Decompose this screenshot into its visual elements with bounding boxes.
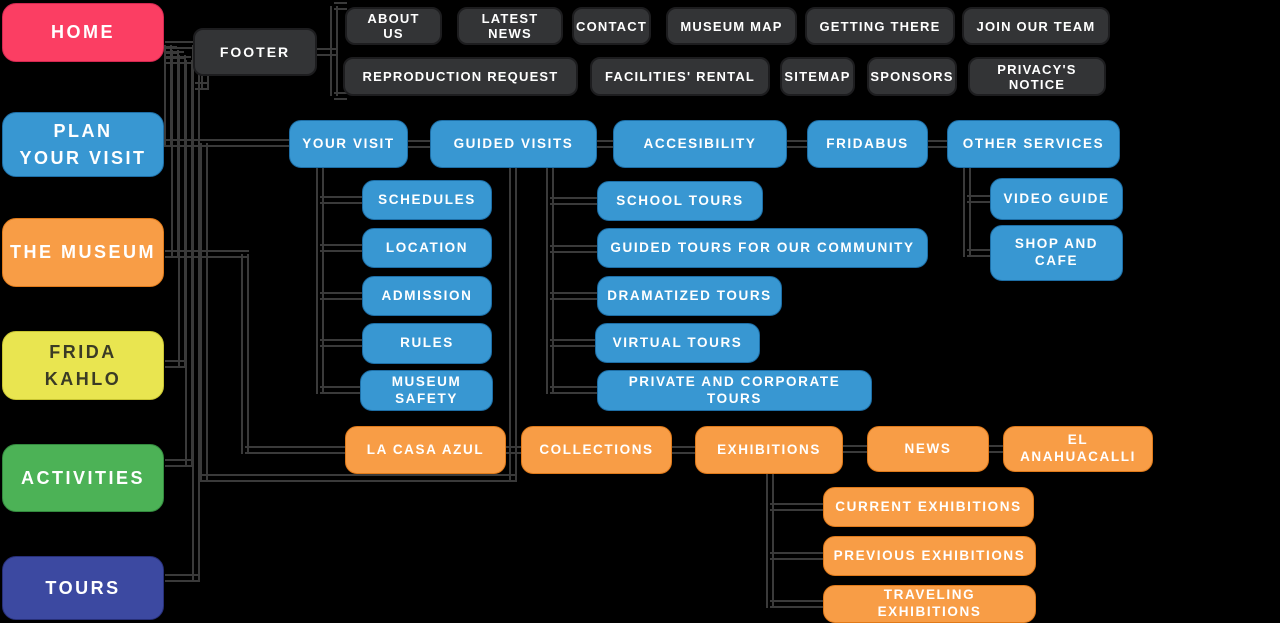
sitemap-node-private-and-corporate-tours: PRIVATE AND CORPORATE TOURS (597, 370, 872, 411)
connector-line (787, 140, 807, 148)
connector-line (967, 195, 990, 203)
sitemap-node-home: HOME (2, 3, 164, 62)
footer-item-join-our-team: JOIN OUR TEAM (962, 7, 1110, 45)
connector-line (165, 574, 198, 582)
sitemap-node-frida-kahlo: FRIDA KAHLO (2, 331, 164, 400)
footer-item-latest-news: LATEST NEWS (457, 7, 563, 45)
connector-line (550, 245, 597, 253)
connector-line (963, 167, 971, 257)
connector-line (165, 41, 194, 49)
sitemap-node-current-exhibitions: CURRENT EXHIBITIONS (823, 487, 1034, 527)
connector-line (672, 446, 695, 454)
sitemap-node-other-services: OTHER SERVICES (947, 120, 1120, 168)
connector-line (770, 552, 823, 560)
sitemap-node-guided-tours-for-our-community: GUIDED TOURS FOR OUR COMMUNITY (597, 228, 928, 268)
connector-line (320, 386, 362, 394)
connector-line (317, 48, 338, 56)
sitemap-node-tours: TOURS (2, 556, 164, 620)
footer-item-facilities-rental: FACILITIES' RENTAL (590, 57, 770, 96)
connector-line (408, 140, 430, 148)
sitemap-node-la-casa-azul: LA CASA AZUL (345, 426, 506, 474)
sitemap-node-rules: RULES (362, 323, 492, 364)
connector-line (245, 446, 345, 454)
connector-line (316, 168, 324, 394)
sitemap-node-school-tours: SCHOOL TOURS (597, 181, 763, 221)
connector-line (165, 139, 289, 147)
sitemap-node-schedules: SCHEDULES (362, 180, 492, 220)
connector-line (320, 196, 362, 204)
connector-line (770, 600, 823, 608)
connector-line (320, 292, 362, 300)
connector-line (241, 254, 249, 454)
footer-item-reproduction-request: REPRODUCTION REQUEST (343, 57, 578, 96)
sitemap-node-accesibility: ACCESIBILITY (613, 120, 787, 168)
sitemap-node-video-guide: VIDEO GUIDE (990, 178, 1123, 220)
sitemap-node-collections: COLLECTIONS (521, 426, 672, 474)
footer-item-sponsors: SPONSORS (867, 57, 957, 96)
sitemap-node-plan-your-visit: PLAN YOUR VISIT (2, 112, 164, 177)
connector-line (320, 339, 362, 347)
sitemap-node-footer: FOOTER (193, 28, 317, 76)
sitemap-node-location: LOCATION (362, 228, 492, 268)
connector-line (597, 140, 613, 148)
sitemap-node-previous-exhibitions: PREVIOUS EXHIBITIONS (823, 536, 1036, 576)
connector-line (165, 51, 184, 59)
connector-line (334, 92, 347, 100)
connector-line (509, 168, 517, 482)
footer-item-museum-map: MUSEUM MAP (666, 7, 797, 45)
sitemap-node-activities: ACTIVITIES (2, 444, 164, 512)
connector-line (192, 45, 200, 582)
sitemap-node-virtual-tours: VIRTUAL TOURS (595, 323, 760, 363)
sitemap-node-fridabus: FRIDABUS (807, 120, 928, 168)
footer-item-privacys-notice: PRIVACY'S NOTICE (968, 57, 1106, 96)
sitemap-node-admission: ADMISSION (362, 276, 492, 316)
connector-line (165, 360, 184, 368)
connector-line (546, 168, 554, 394)
connector-line (330, 6, 338, 96)
sitemap-node-guided-visits: GUIDED VISITS (430, 120, 597, 168)
sitemap-node-el-anahuacalli: EL ANAHUACALLI (1003, 426, 1153, 472)
connector-line (200, 143, 208, 482)
footer-item-contact: CONTACT (572, 7, 651, 45)
connector-line (967, 249, 990, 257)
footer-item-about-us: ABOUT US (345, 7, 442, 45)
footer-item-sitemap: SITEMAP (780, 57, 855, 96)
connector-line (766, 474, 774, 608)
sitemap-node-dramatized-tours: DRAMATIZED TOURS (597, 276, 782, 316)
connector-line (506, 446, 521, 454)
connector-line (165, 459, 191, 467)
connector-line (320, 244, 362, 252)
sitemap-node-news: NEWS (867, 426, 989, 472)
sitemap-node-shop-and-cafe: SHOP AND CAFE (990, 225, 1123, 281)
sitemap-node-the-museum: THE MUSEUM (2, 218, 164, 287)
connector-line (550, 386, 597, 394)
sitemap-node-your-visit: YOUR VISIT (289, 120, 408, 168)
connector-line (550, 339, 597, 347)
connector-line (770, 503, 823, 511)
connector-line (550, 292, 597, 300)
connector-line (334, 2, 347, 10)
sitemap-node-museum-safety: MUSEUM SAFETY (360, 370, 493, 411)
connector-line (550, 197, 597, 205)
connector-line (198, 474, 517, 482)
connector-line (843, 445, 867, 453)
connector-line (201, 76, 209, 90)
connector-line (928, 140, 947, 148)
sitemap-node-traveling-exhibitions: TRAVELING EXHIBITIONS (823, 585, 1036, 623)
sitemap-node-exhibitions: EXHIBITIONS (695, 426, 843, 474)
footer-item-getting-there: GETTING THERE (805, 7, 955, 45)
connector-line (989, 445, 1003, 453)
